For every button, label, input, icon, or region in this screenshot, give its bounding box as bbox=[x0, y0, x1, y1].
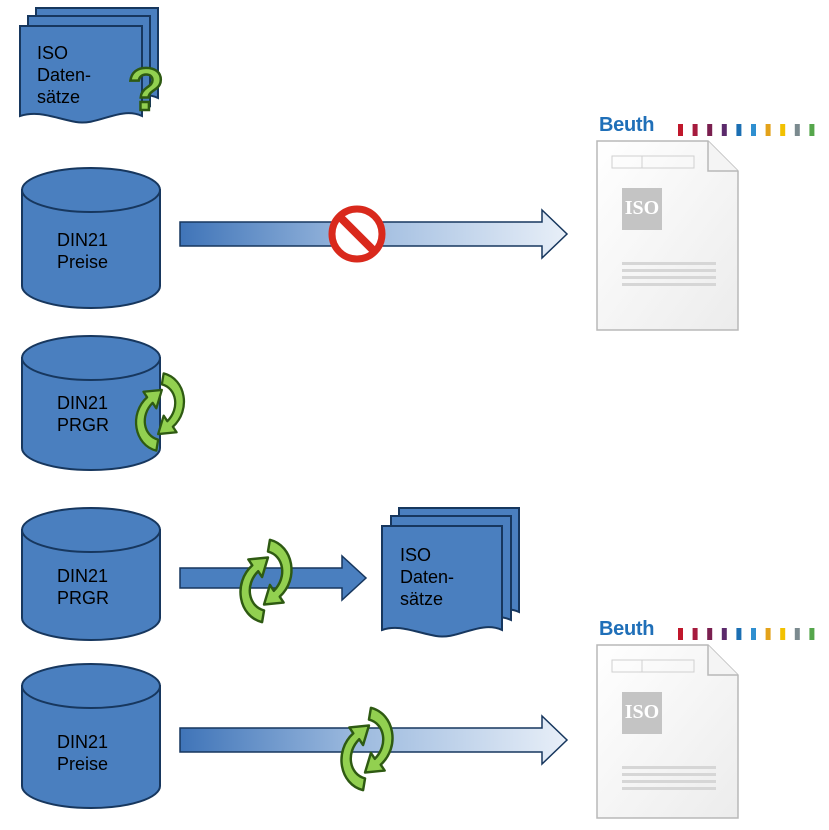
label-line: DIN21 bbox=[57, 393, 109, 413]
iso-standard-document-1 bbox=[596, 140, 739, 331]
beuth-logo-bar bbox=[736, 628, 742, 640]
label-line: PRGR bbox=[57, 415, 110, 435]
label-line: ISO bbox=[400, 545, 432, 565]
beuth-logo-bar bbox=[707, 628, 713, 640]
transfer-arrow-sync bbox=[179, 714, 569, 766]
din21-prgr-database-1 bbox=[21, 335, 161, 471]
iso-standard-document-2 bbox=[596, 644, 739, 819]
beuth-logo-bar bbox=[809, 124, 815, 136]
transfer-arrow-to-iso bbox=[179, 554, 368, 602]
beuth-logo-bar bbox=[780, 628, 786, 640]
label-line: Daten- bbox=[37, 65, 92, 85]
din21-preise-database-1 bbox=[21, 167, 161, 309]
iso-datasets-doc-stack-top bbox=[19, 7, 159, 124]
beuth-logo-bar bbox=[794, 124, 800, 136]
iso-datasets-label-mid: ISO Daten- sätze bbox=[400, 544, 454, 610]
beuth-logo-bar bbox=[751, 628, 756, 640]
iso-logo-text-1: ISO bbox=[624, 197, 660, 219]
iso-datasets-label-top: ISO Daten- sätze bbox=[37, 42, 91, 108]
label-line: ISO bbox=[37, 43, 69, 63]
beuth-logo-bar bbox=[678, 628, 683, 640]
beuth-logo-bar bbox=[721, 124, 727, 136]
iso-logo-text-2: ISO bbox=[624, 701, 660, 723]
label-line: DIN21 bbox=[57, 230, 109, 250]
prohibited-icon bbox=[328, 205, 386, 263]
beuth-logo-bar bbox=[765, 124, 771, 136]
beuth-logo-bar bbox=[765, 628, 771, 640]
beuth-logo-bar bbox=[707, 124, 713, 136]
beuth-logo-bar bbox=[692, 628, 698, 640]
label-line: sätze bbox=[400, 589, 444, 609]
label-line: Daten- bbox=[400, 567, 455, 587]
svg-text:?: ? bbox=[128, 56, 165, 123]
din21-preise-database-2 bbox=[21, 663, 161, 809]
beuth-logo-bar bbox=[751, 124, 756, 136]
beuth-logo-text-1: Beuth bbox=[599, 114, 655, 136]
label-line: Preise bbox=[57, 252, 109, 272]
label-line: PRGR bbox=[57, 588, 110, 608]
beuth-logo-bars-2 bbox=[678, 628, 815, 640]
beuth-logo-bar bbox=[780, 124, 786, 136]
din21-prgr-database-2 bbox=[21, 507, 161, 641]
din21-prgr-label-2: DIN21 PRGR bbox=[57, 565, 109, 609]
beuth-logo-bar bbox=[736, 124, 742, 136]
beuth-logo-bars-1 bbox=[678, 124, 815, 136]
iso-datasets-doc-stack-mid bbox=[381, 507, 520, 638]
beuth-logo-bar bbox=[794, 628, 800, 640]
beuth-logo-bar bbox=[809, 628, 815, 640]
din21-preise-label-1: DIN21 Preise bbox=[57, 229, 108, 273]
din21-preise-label-2: DIN21 Preise bbox=[57, 731, 108, 775]
label-line: DIN21 bbox=[57, 732, 109, 752]
label-line: DIN21 bbox=[57, 566, 109, 586]
beuth-logo-bar bbox=[721, 628, 727, 640]
question-mark-icon: ? bbox=[126, 55, 165, 125]
beuth-logo-text-2: Beuth bbox=[599, 618, 655, 640]
label-line: Preise bbox=[57, 754, 109, 774]
beuth-logo-bar bbox=[678, 124, 683, 136]
beuth-logo-bar bbox=[692, 124, 698, 136]
label-line: sätze bbox=[37, 87, 81, 107]
din21-prgr-label-1: DIN21 PRGR bbox=[57, 392, 109, 436]
